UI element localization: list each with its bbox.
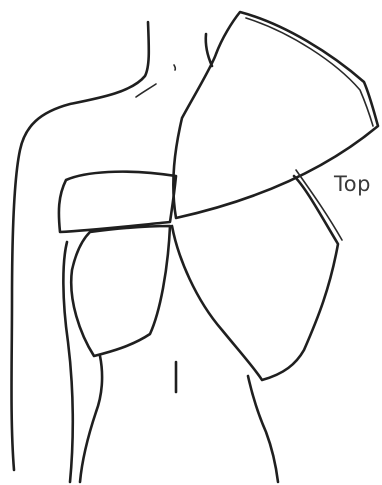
- right-lower-panel-outline: [172, 176, 338, 380]
- neck-right-outline: [206, 34, 212, 66]
- left-lower-panel-outline: [71, 226, 170, 356]
- collarbone-mark: [136, 84, 156, 97]
- right-waist-outline: [248, 376, 278, 482]
- cup-panel-outline: [59, 172, 176, 232]
- left-waist-outline: [80, 356, 102, 482]
- neck-dot: [174, 65, 175, 70]
- top-annotation-label: Top: [334, 174, 371, 195]
